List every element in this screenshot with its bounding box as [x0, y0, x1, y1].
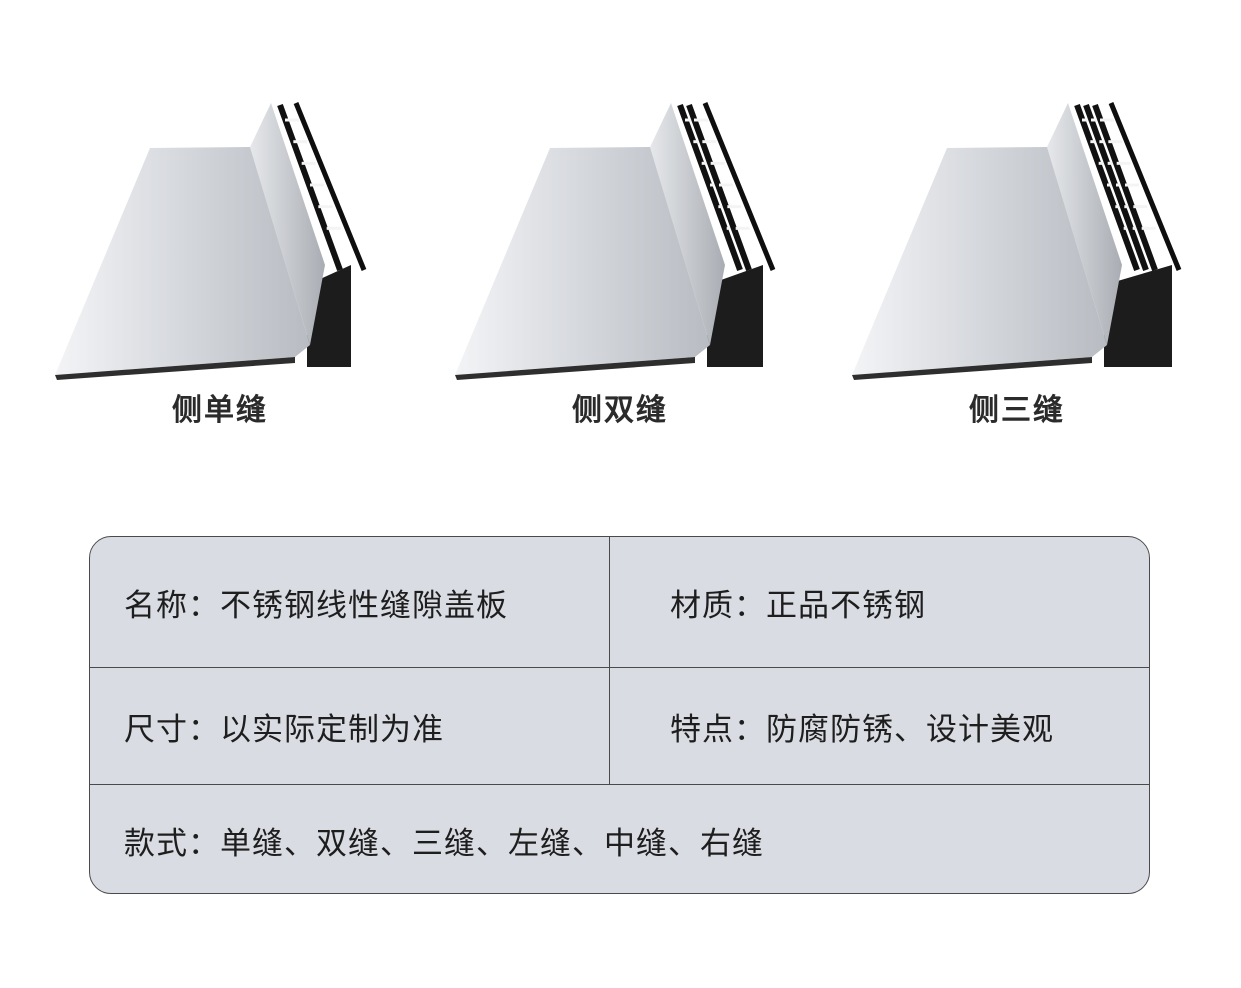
side-wall [250, 103, 325, 345]
spec-material-text: 材质：正品不锈钢 [670, 587, 926, 624]
slot-rail [677, 103, 743, 272]
spec-name-text: 名称：不锈钢线性缝隙盖板 [124, 587, 508, 624]
product-side-single-slot: 侧单缝 [55, 95, 385, 430]
slot-rail [1092, 103, 1158, 272]
plate-edge [55, 357, 295, 380]
product-image-double [455, 102, 776, 380]
channel-body [707, 265, 763, 367]
product-side-double-slot: 侧双缝 [455, 95, 785, 430]
channel-body [1104, 265, 1172, 367]
spec-row: 款式：单缝、双缝、三缝、左缝、中缝、右缝 [90, 785, 1149, 893]
cover-plate [55, 147, 310, 375]
spec-table: 名称：不锈钢线性缝隙盖板 材质：正品不锈钢 尺寸：以实际定制为准 特点：防腐防锈… [89, 536, 1150, 894]
spec-cell-features: 特点：防腐防锈、设计美观 [610, 668, 1149, 784]
cover-plate [852, 147, 1107, 375]
slot-rail [1074, 103, 1140, 272]
spec-cell-material: 材质：正品不锈钢 [610, 537, 1149, 667]
outer-rail [702, 102, 776, 271]
slot-rail [686, 103, 752, 272]
plate-edge [455, 357, 695, 380]
spec-cell-size: 尺寸：以实际定制为准 [90, 668, 610, 784]
product-image-triple [852, 102, 1182, 380]
product-label: 侧三缝 [969, 393, 1065, 428]
spec-row: 尺寸：以实际定制为准 特点：防腐防锈、设计美观 [90, 668, 1149, 785]
spec-features-text: 特点：防腐防锈、设计美观 [670, 711, 1054, 748]
side-wall [1047, 103, 1122, 345]
product-gallery: 侧单缝 侧双缝 侧三缝 [0, 0, 1241, 440]
outer-rail [293, 102, 367, 271]
spec-cell-name: 名称：不锈钢线性缝隙盖板 [90, 537, 610, 667]
spec-cell-styles: 款式：单缝、双缝、三缝、左缝、中缝、右缝 [90, 785, 1149, 893]
cover-plate [455, 147, 710, 375]
spec-row: 名称：不锈钢线性缝隙盖板 材质：正品不锈钢 [90, 537, 1149, 668]
product-label: 侧双缝 [572, 393, 668, 428]
slot-rail [277, 103, 343, 272]
side-wall [650, 103, 725, 345]
product-side-triple-slot: 侧三缝 [852, 95, 1182, 430]
product-label: 侧单缝 [172, 393, 268, 428]
spec-size-text: 尺寸：以实际定制为准 [124, 711, 444, 748]
outer-rail [1108, 102, 1182, 271]
product-image-single [55, 102, 367, 380]
slot-rail [1083, 103, 1149, 272]
plate-edge [852, 357, 1092, 380]
spec-styles-text: 款式：单缝、双缝、三缝、左缝、中缝、右缝 [124, 825, 764, 862]
